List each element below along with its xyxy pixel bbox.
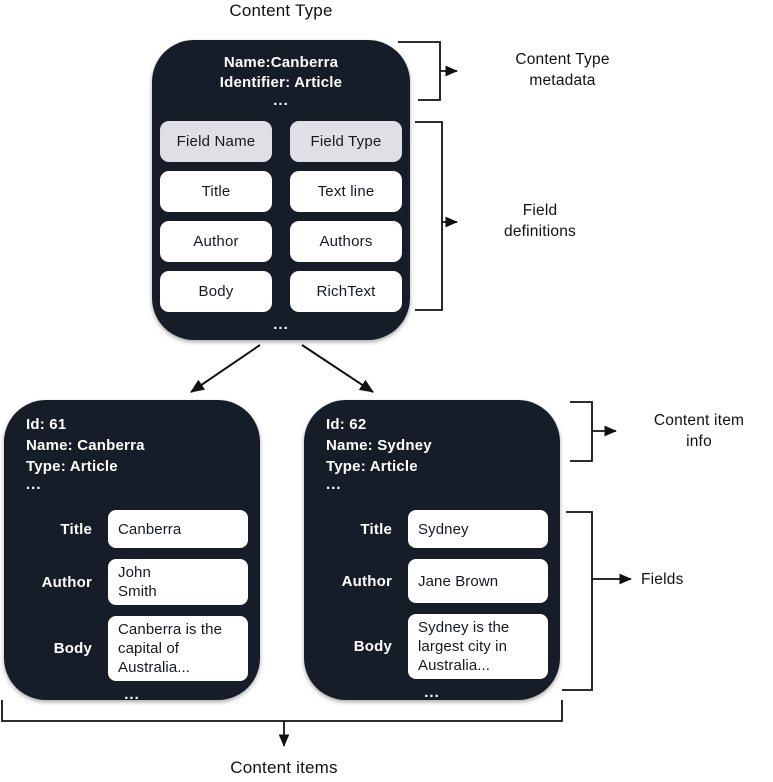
content-items-bracket bbox=[1, 700, 563, 722]
item-type: Type: Article bbox=[26, 458, 118, 475]
field-name-cell: Body bbox=[160, 271, 272, 312]
content-type-metadata-label: Content Type metadata bbox=[515, 51, 610, 89]
diagram-title: Content Type bbox=[229, 1, 333, 20]
content-item-box-sydney: Id: 62 Name: Sydney Type: Article ... Ti… bbox=[304, 400, 560, 700]
field-name-cell: Author bbox=[160, 221, 272, 262]
field-label: Author bbox=[341, 572, 392, 590]
content-item-info-label: Content item info bbox=[653, 412, 745, 450]
item-name: Name: Sydney bbox=[326, 437, 432, 454]
field-type-cell: Text line bbox=[290, 171, 402, 212]
field-row-body: Body Canberra is the capital of Australi… bbox=[26, 616, 248, 681]
item-type: Type: Article bbox=[326, 458, 418, 475]
content-type-identifier: Identifier: Article bbox=[219, 74, 343, 91]
field-definition-table: Field Name Field Type Title Text line Au… bbox=[160, 121, 402, 312]
field-row-author: Author John Smith bbox=[26, 559, 248, 605]
field-table-ellipsis: ... bbox=[273, 316, 289, 333]
item-fields: Title Sydney Author Jane Brown Body Sydn… bbox=[326, 510, 548, 679]
field-type-cell: RichText bbox=[290, 271, 402, 312]
field-name-cell: Title bbox=[160, 171, 272, 212]
field-definitions-label: Field definitions bbox=[504, 202, 576, 240]
field-value-box: Sydney bbox=[408, 510, 548, 548]
field-definitions-bracket bbox=[415, 121, 443, 311]
item-name: Name: Canberra bbox=[26, 437, 145, 454]
arrow-to-item-canberra bbox=[190, 344, 261, 393]
item-fields: Title Canberra Author John Smith Body Ca… bbox=[26, 510, 248, 681]
item-info-ellipsis: ... bbox=[26, 476, 42, 493]
content-type-name: Name:Canberra bbox=[223, 54, 339, 71]
content-items-label: Content items bbox=[230, 758, 338, 777]
arrow-to-item-sydney bbox=[301, 344, 374, 393]
item-fields-ellipsis: ... bbox=[124, 686, 140, 703]
field-row-title: Title Canberra bbox=[26, 510, 248, 548]
field-name-header-cell: Field Name bbox=[160, 121, 272, 162]
field-value-box: John Smith bbox=[108, 559, 248, 605]
field-label: Author bbox=[41, 573, 92, 591]
field-value-box: Sydney is the largest city in Australia.… bbox=[408, 614, 548, 679]
field-type-cell: Authors bbox=[290, 221, 402, 262]
content-type-box: Name:Canberra Identifier: Article ... Fi… bbox=[152, 40, 410, 340]
field-type-header-cell: Field Type bbox=[290, 121, 402, 162]
field-label: Title bbox=[360, 520, 392, 538]
item-fields-ellipsis: ... bbox=[424, 684, 440, 701]
item-info-block: Id: 61 Name: Canberra Type: Article ... bbox=[26, 414, 248, 493]
field-row-body: Body Sydney is the largest city in Austr… bbox=[326, 614, 548, 679]
item-id: Id: 61 bbox=[26, 416, 67, 433]
item-id: Id: 62 bbox=[326, 416, 367, 433]
field-label: Title bbox=[60, 520, 92, 538]
field-row-title: Title Sydney bbox=[326, 510, 548, 548]
fields-label: Fields bbox=[641, 571, 684, 588]
item-info-block: Id: 62 Name: Sydney Type: Article ... bbox=[326, 414, 548, 493]
content-item-box-canberra: Id: 61 Name: Canberra Type: Article ... … bbox=[4, 400, 260, 703]
fields-bracket bbox=[562, 511, 593, 691]
field-value-box: Canberra is the capital of Australia... bbox=[108, 616, 248, 681]
field-label: Body bbox=[53, 640, 92, 657]
field-value-box: Canberra bbox=[108, 510, 248, 548]
content-type-metadata-block: Name:Canberra Identifier: Article bbox=[152, 53, 410, 93]
field-label: Body bbox=[353, 638, 392, 655]
meta-ellipsis: ... bbox=[273, 92, 289, 109]
item-info-bracket bbox=[570, 401, 593, 462]
item-info-ellipsis: ... bbox=[326, 476, 342, 493]
field-value-box: Jane Brown bbox=[408, 559, 548, 603]
field-row-author: Author Jane Brown bbox=[326, 559, 548, 603]
